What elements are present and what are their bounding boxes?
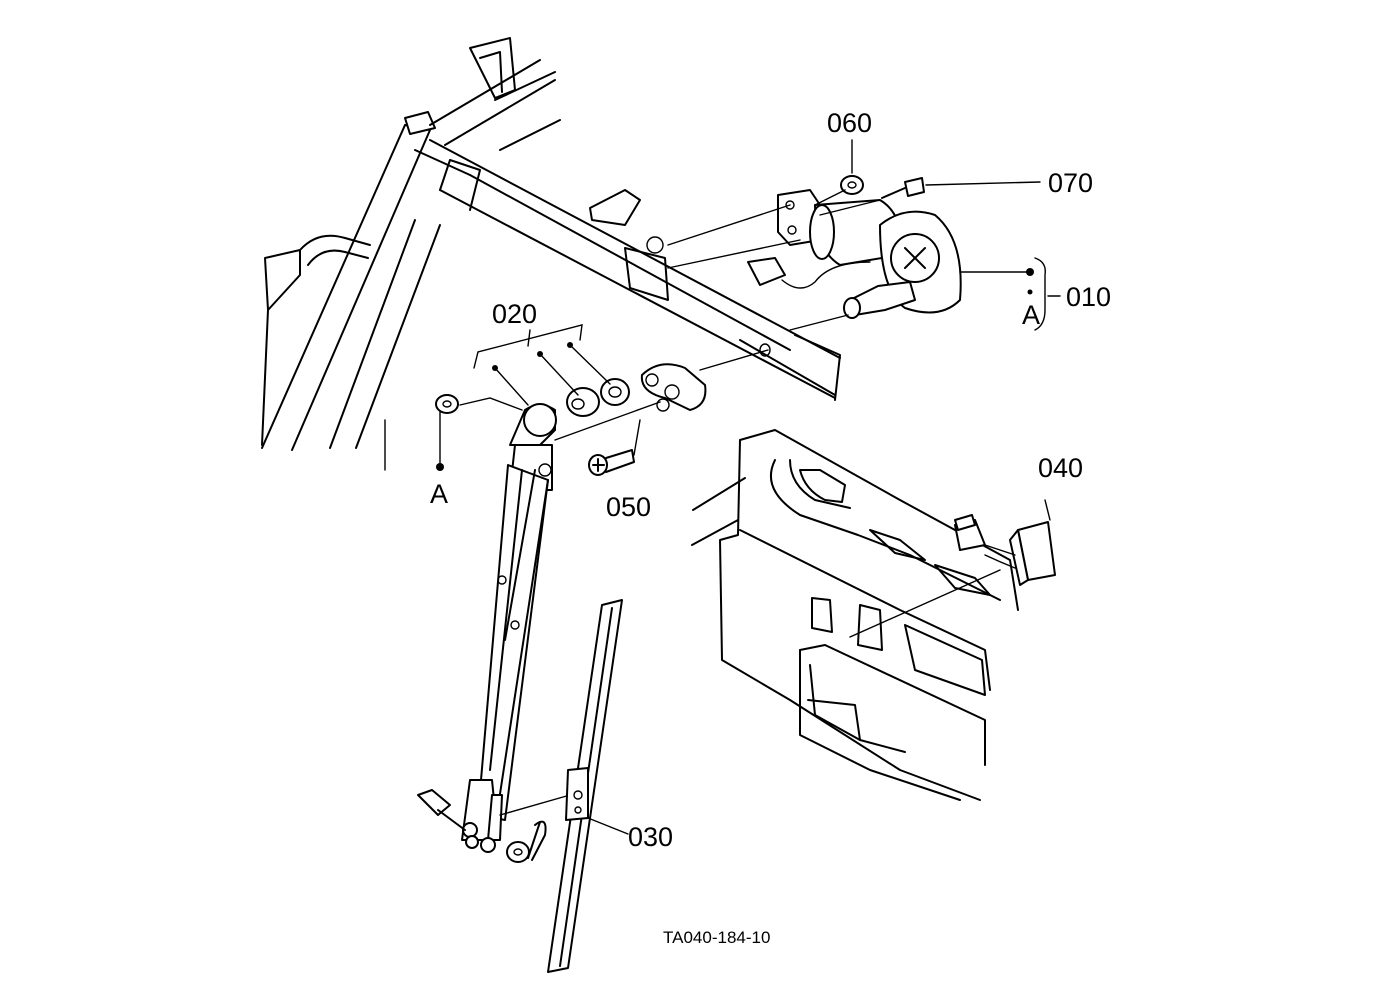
label-leaders	[851, 139, 1061, 331]
wiper-switch	[954, 499, 1056, 586]
label-part-040: 040	[1038, 453, 1083, 483]
bolt-070	[819, 177, 1041, 216]
drawing-code: TA040-184-10	[663, 928, 770, 947]
label-part-020: 020	[492, 299, 537, 329]
wiper-blade	[547, 599, 623, 973]
screw-050	[588, 419, 641, 476]
label-part-070: 070	[1048, 168, 1093, 198]
label-part-010: 010	[1066, 282, 1111, 312]
nut-ref-a	[435, 394, 459, 471]
nut-060	[814, 175, 864, 206]
label-ref-a-nut: A	[430, 479, 448, 509]
wiper-arm	[417, 444, 571, 863]
dashboard-panel	[691, 429, 1019, 801]
cab-frame	[261, 37, 841, 451]
label-part-030: 030	[628, 822, 673, 852]
wiper-motor	[667, 189, 962, 331]
label-part-050: 050	[606, 492, 651, 522]
wiper-linkage	[384, 324, 771, 471]
label-part-060: 060	[827, 108, 872, 138]
label-ref-a-motor: A	[1022, 300, 1040, 330]
